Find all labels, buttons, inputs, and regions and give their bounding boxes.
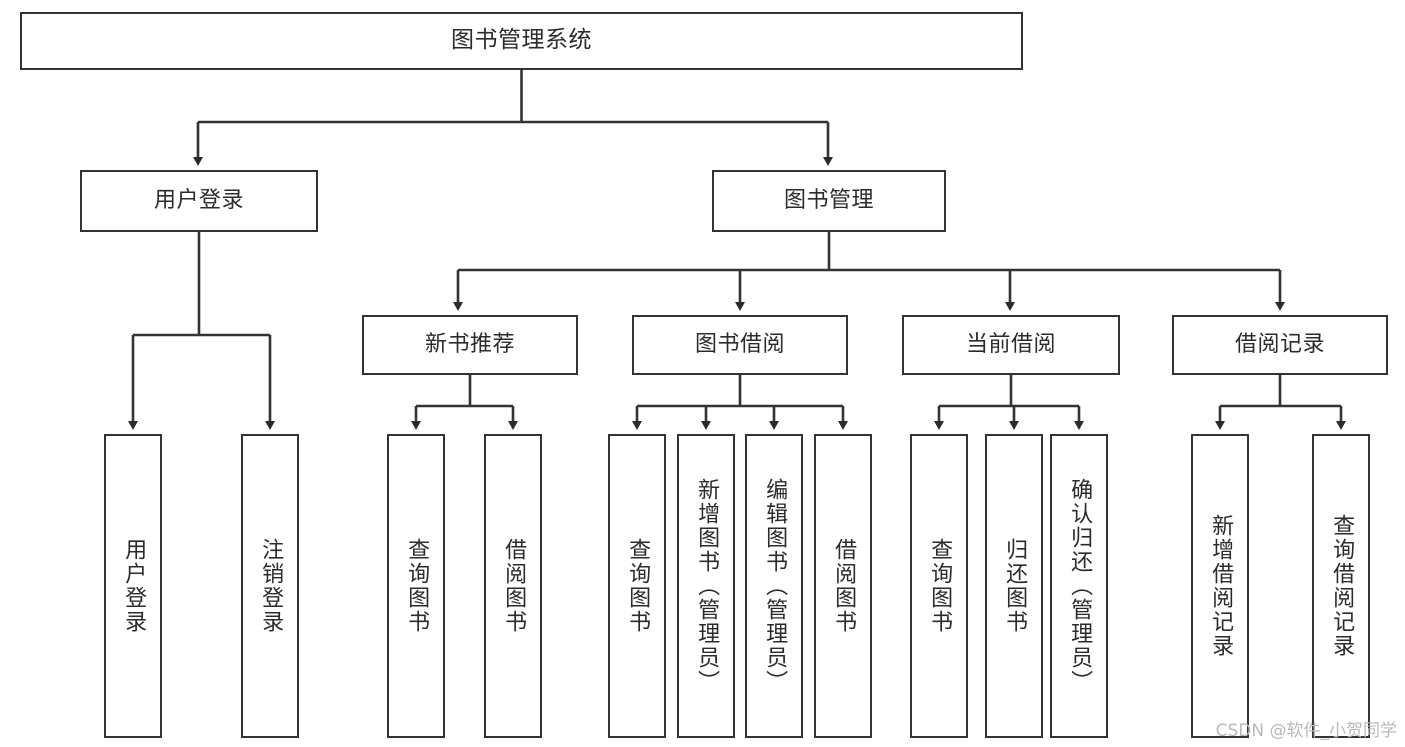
node-leaf-query-book-1-label: 查询图书 xyxy=(404,538,430,634)
node-leaf-return-book[interactable]: 归还图书 xyxy=(985,434,1043,738)
node-leaf-logout[interactable]: 注销登录 xyxy=(241,434,299,738)
node-leaf-return-book-label: 归还图书 xyxy=(1002,538,1028,634)
node-leaf-add-book-label: 新增图书（管理员） xyxy=(694,478,720,694)
node-root-label: 图书管理系统 xyxy=(451,27,592,54)
watermark: CSDN @软件_小贺同学 xyxy=(1215,721,1397,741)
node-leaf-logout-label: 注销登录 xyxy=(258,538,284,634)
node-user-login-label: 用户登录 xyxy=(153,187,244,213)
node-leaf-confirm-return-label: 确认归还（管理员） xyxy=(1067,478,1093,694)
node-leaf-user-login[interactable]: 用户登录 xyxy=(104,434,162,738)
node-borrow-record-label: 借阅记录 xyxy=(1234,331,1325,357)
node-leaf-query-book-2[interactable]: 查询图书 xyxy=(608,434,666,738)
node-leaf-query-record-label: 查询借阅记录 xyxy=(1329,514,1355,658)
node-leaf-query-book-2-label: 查询图书 xyxy=(625,538,651,634)
node-leaf-borrow-book-1[interactable]: 借阅图书 xyxy=(484,434,542,738)
node-leaf-query-book-3-label: 查询图书 xyxy=(927,538,953,634)
node-leaf-user-login-label: 用户登录 xyxy=(121,538,147,634)
node-current-borrow-label: 当前借阅 xyxy=(965,331,1056,357)
node-borrow-record[interactable]: 借阅记录 xyxy=(1172,315,1388,375)
node-current-borrow[interactable]: 当前借阅 xyxy=(902,315,1120,375)
node-new-book-recommend[interactable]: 新书推荐 xyxy=(362,315,578,375)
node-leaf-add-record[interactable]: 新增借阅记录 xyxy=(1191,434,1249,738)
node-book-borrow-label: 图书借阅 xyxy=(694,331,785,357)
node-new-book-recommend-label: 新书推荐 xyxy=(424,331,515,357)
node-user-login[interactable]: 用户登录 xyxy=(80,170,318,232)
node-leaf-add-book[interactable]: 新增图书（管理员） xyxy=(677,434,735,738)
node-leaf-query-record[interactable]: 查询借阅记录 xyxy=(1312,434,1370,738)
node-leaf-query-book-1[interactable]: 查询图书 xyxy=(387,434,445,738)
node-book-borrow[interactable]: 图书借阅 xyxy=(632,315,848,375)
node-leaf-confirm-return[interactable]: 确认归还（管理员） xyxy=(1050,434,1108,738)
node-leaf-borrow-book-2-label: 借阅图书 xyxy=(831,538,857,634)
node-leaf-query-book-3[interactable]: 查询图书 xyxy=(910,434,968,738)
node-leaf-add-record-label: 新增借阅记录 xyxy=(1208,514,1234,658)
node-book-manage[interactable]: 图书管理 xyxy=(712,170,946,232)
node-leaf-edit-book[interactable]: 编辑图书（管理员） xyxy=(745,434,803,738)
node-root[interactable]: 图书管理系统 xyxy=(20,12,1023,70)
node-leaf-borrow-book-2[interactable]: 借阅图书 xyxy=(814,434,872,738)
node-leaf-edit-book-label: 编辑图书（管理员） xyxy=(762,478,788,694)
node-book-manage-label: 图书管理 xyxy=(783,187,874,213)
node-leaf-borrow-book-1-label: 借阅图书 xyxy=(501,538,527,634)
